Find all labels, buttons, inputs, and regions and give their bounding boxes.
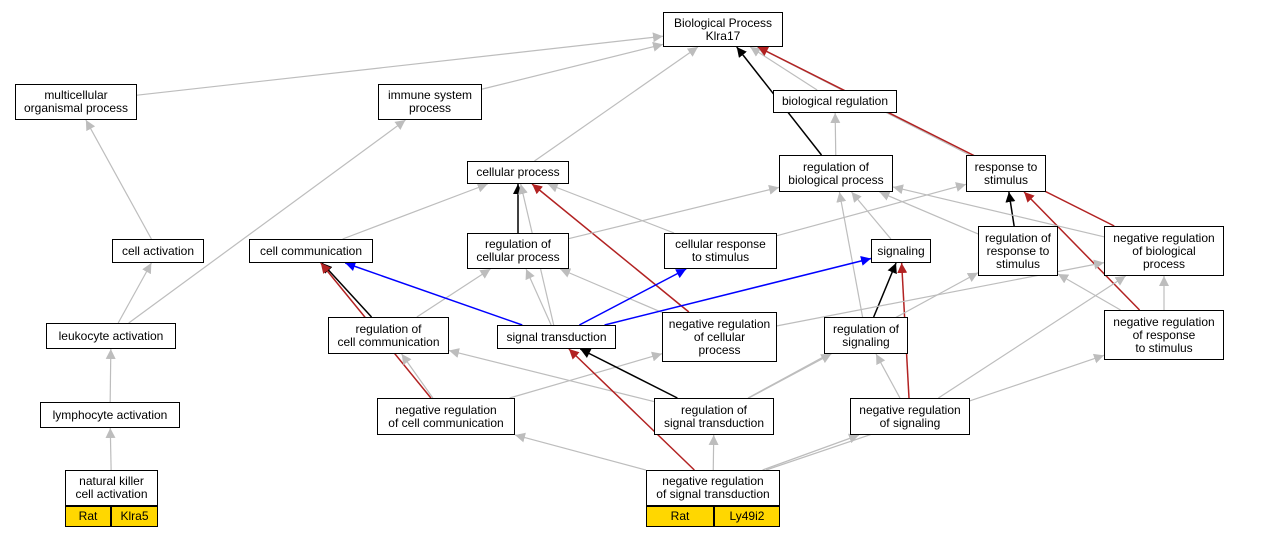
edge-nkca-to-lya-is_a bbox=[105, 427, 116, 471]
edge-crs-to-cp-is_a bbox=[547, 182, 675, 234]
go-term-node-biological-regulation[interactable]: biological regulation bbox=[773, 90, 897, 113]
go-term-node-cellular-response-to-stimulus[interactable]: cellular response to stimulus bbox=[664, 233, 777, 269]
go-term-node-negative-regulation-of-biological-process[interactable]: negative regulation of biological proces… bbox=[1104, 226, 1224, 276]
edge-nrs-to-rs-is_a bbox=[875, 353, 901, 399]
edge-nrrs-to-rrs-is_a bbox=[1057, 273, 1121, 311]
edge-nrbp-to-rbp-is_a bbox=[892, 184, 1105, 238]
go-term-node-regulation-of-signaling[interactable]: regulation of signaling bbox=[824, 317, 908, 354]
edge-st-to-sig-positively_regulates bbox=[604, 256, 872, 326]
go-term-node-regulation-of-cell-communication[interactable]: regulation of cell communication bbox=[328, 317, 449, 354]
go-term-node-regulation-of-response-to-stimulus[interactable]: regulation of response to stimulus bbox=[978, 226, 1058, 276]
edge-st-to-rcp-is_a bbox=[525, 268, 552, 326]
go-term-node-regulation-of-cellular-process[interactable]: regulation of cellular process bbox=[467, 233, 569, 269]
edge-nrbp-to-bp-negatively_regulates bbox=[757, 46, 1115, 227]
edge-rcp-to-rbp-is_a bbox=[568, 184, 780, 240]
edge-crs-to-rts-is_a bbox=[776, 182, 967, 237]
go-term-node-cell-communication[interactable]: cell communication bbox=[249, 239, 373, 263]
go-term-node-immune-system-process[interactable]: immune system process bbox=[378, 84, 482, 120]
edge-nrrs-to-rts-negatively_regulates bbox=[1023, 191, 1141, 311]
edge-ca-to-mop-is_a bbox=[85, 119, 152, 240]
edge-rs-to-sig-regulates bbox=[872, 262, 897, 318]
edge-rcc-to-cc-regulates bbox=[321, 262, 373, 318]
go-term-node-cell-activation[interactable]: cell activation bbox=[112, 239, 204, 263]
edge-br-to-bp-is_a bbox=[749, 46, 818, 91]
edge-nrcp-to-rcp-is_a bbox=[559, 268, 663, 314]
go-term-node-negative-regulation-of-cell-communication[interactable]: negative regulation of cell communicatio… bbox=[377, 398, 515, 435]
go-term-node-negative-regulation-of-response-to-stimulus[interactable]: negative regulation of response to stimu… bbox=[1104, 310, 1224, 360]
edge-nrst-to-nrcc-is_a bbox=[514, 432, 647, 471]
go-term-node-regulation-of-signal-transduction[interactable]: regulation of signal transduction bbox=[654, 398, 774, 435]
edge-nrst-to-nrs-is_a bbox=[762, 433, 860, 471]
annotation-gene-negative-regulation-of-signal-transduction: Ly49i2 bbox=[714, 506, 780, 527]
edge-rbp-to-br-is_a bbox=[830, 112, 841, 156]
go-term-node-cellular-process[interactable]: cellular process bbox=[467, 161, 569, 184]
edge-nrs-to-nrbp-is_a bbox=[938, 275, 1126, 399]
edge-nrcp-to-nrbp-is_a bbox=[776, 259, 1105, 327]
edge-nrcc-to-nrcp-is_a bbox=[509, 351, 663, 399]
annotation-species-natural-killer-cell-activation: Rat bbox=[65, 506, 111, 527]
go-term-node-lymphocyte-activation[interactable]: lymphocyte activation bbox=[40, 402, 180, 428]
go-term-node-negative-regulation-of-cellular-process[interactable]: negative regulation of cellular process bbox=[662, 312, 777, 362]
edge-cc-to-cp-is_a bbox=[342, 182, 488, 240]
edge-rs-to-rbp-is_a bbox=[836, 191, 864, 318]
edge-st-to-cc-positively_regulates bbox=[345, 261, 523, 326]
go-term-node-signaling[interactable]: signaling bbox=[871, 239, 931, 263]
edge-st-to-crs-positively_regulates bbox=[579, 268, 687, 326]
edge-rrs-to-rbp-is_a bbox=[879, 191, 979, 235]
edge-lya-to-la-is_a bbox=[105, 348, 116, 403]
go-term-node-biological-process[interactable]: Biological Process Klra17 bbox=[663, 12, 783, 47]
edge-rst-to-rs-is_a bbox=[748, 353, 832, 399]
edge-nrst-to-st-negatively_regulates bbox=[568, 348, 695, 471]
edge-sig-to-rbp-is_a bbox=[851, 191, 892, 240]
edge-cp-to-bp-is_a bbox=[534, 46, 699, 162]
edge-mop-to-bp-is_a bbox=[136, 32, 664, 96]
edge-nrcc-to-rcc-is_a bbox=[401, 353, 434, 399]
go-term-node-regulation-of-biological-process[interactable]: regulation of biological process bbox=[779, 155, 893, 192]
go-term-node-negative-regulation-of-signal-transduction[interactable]: negative regulation of signal transducti… bbox=[646, 470, 780, 506]
edge-rst-to-st-regulates bbox=[579, 348, 678, 399]
go-term-node-natural-killer-cell-activation[interactable]: natural killer cell activation bbox=[65, 470, 158, 506]
go-term-node-leukocyte-activation[interactable]: leukocyte activation bbox=[46, 323, 176, 349]
go-term-node-signal-transduction[interactable]: signal transduction bbox=[497, 325, 616, 349]
annotation-gene-natural-killer-cell-activation: Klra5 bbox=[111, 506, 158, 527]
edge-nrcp-to-cp-negatively_regulates bbox=[531, 183, 690, 313]
edge-rst-to-rcc-is_a bbox=[448, 348, 655, 403]
edge-rrs-to-rts-regulates bbox=[1005, 191, 1016, 227]
edge-la-to-ca-is_a bbox=[117, 262, 152, 324]
go-term-node-response-to-stimulus[interactable]: response to stimulus bbox=[966, 155, 1046, 192]
edge-la-to-isp-is_a bbox=[128, 119, 406, 324]
edge-rcc-to-rcp-is_a bbox=[416, 268, 491, 318]
edge-isp-to-bp-is_a bbox=[481, 41, 664, 90]
go-term-node-negative-regulation-of-signaling[interactable]: negative regulation of signaling bbox=[850, 398, 970, 435]
go-term-node-multicellular-organismal-process[interactable]: multicellular organismal process bbox=[15, 84, 137, 120]
annotation-species-negative-regulation-of-signal-transduction: Rat bbox=[646, 506, 714, 527]
